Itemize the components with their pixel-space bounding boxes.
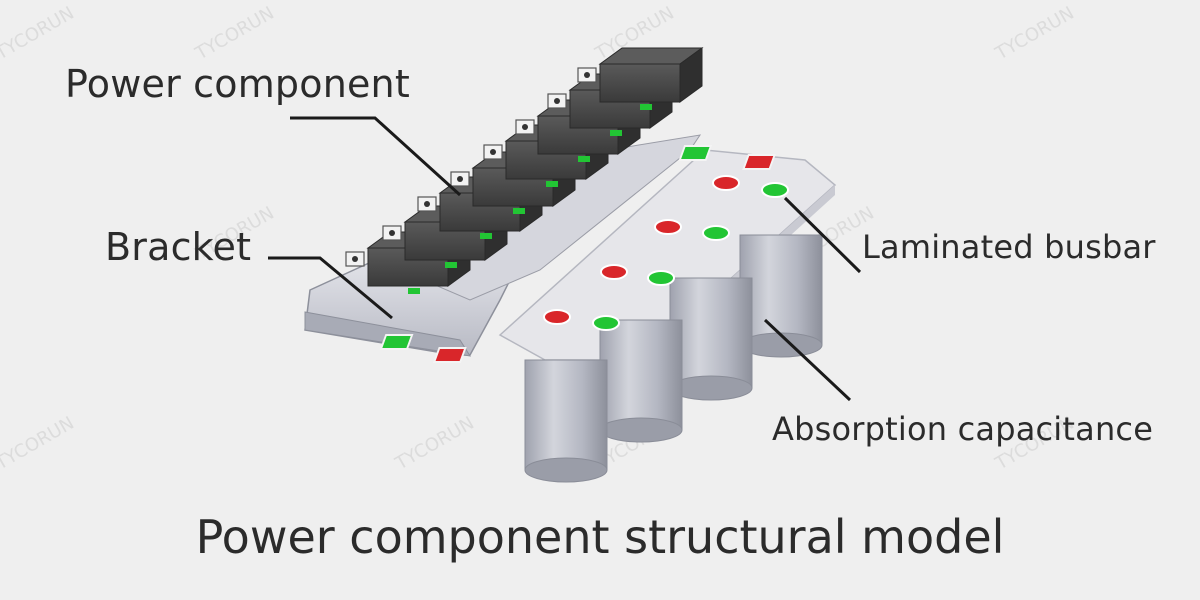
negative-terminal: [647, 270, 675, 286]
positive-terminal: [600, 264, 628, 280]
positive-terminal: [543, 309, 571, 325]
busbar-terminals: [379, 145, 789, 363]
capacitor-cylinder: [669, 277, 753, 401]
watermark-text: TYCORUN: [991, 3, 1078, 65]
watermark-text: TYCORUN: [391, 413, 478, 475]
leader-line-absorption-capacitance: [763, 318, 852, 402]
watermark-text: TYCORUN: [191, 3, 278, 65]
positive-terminal: [712, 175, 740, 191]
negative-tab: [678, 145, 713, 161]
leader-line-power-component: [290, 116, 462, 197]
negative-terminal: [702, 225, 730, 241]
positive-tab: [432, 347, 467, 363]
diagram-caption: Power component structural model: [195, 510, 1005, 564]
negative-terminal: [592, 315, 620, 331]
leader-lines: [268, 116, 862, 402]
watermark-text: TYCORUN: [0, 3, 78, 65]
capacitor-cylinder: [524, 359, 608, 483]
capacitor-cylinder: [599, 319, 683, 443]
positive-tab: [742, 154, 776, 170]
leader-line-laminated-busbar: [783, 196, 862, 274]
label-absorption-capacitance: Absorption capacitance: [772, 410, 1154, 448]
label-power-component: Power component: [65, 62, 410, 106]
negative-terminal: [761, 182, 789, 198]
power-module-row: [345, 47, 704, 294]
label-bracket: Bracket: [105, 225, 252, 269]
watermark-text: TYCORUN: [0, 413, 78, 475]
capacitor-cylinder: [739, 234, 823, 358]
negative-tab: [379, 334, 414, 350]
power-module-block: [577, 47, 704, 110]
positive-terminal: [654, 219, 682, 235]
leader-line-bracket: [268, 256, 393, 320]
absorption-capacitors: [524, 234, 823, 483]
label-laminated-busbar: Laminated busbar: [862, 228, 1156, 266]
